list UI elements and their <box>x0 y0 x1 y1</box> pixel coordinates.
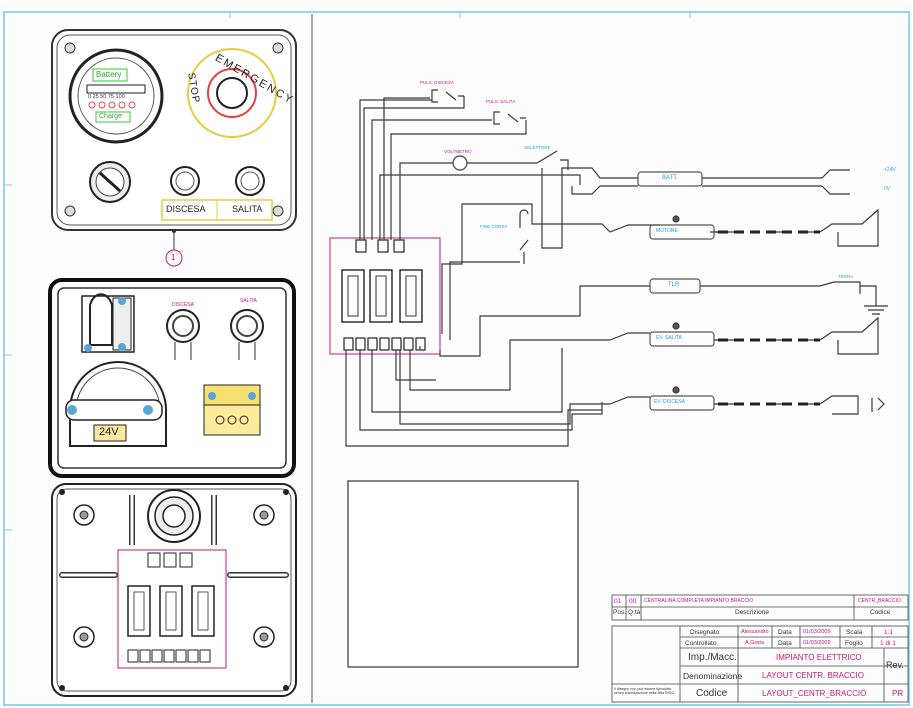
batt-label: BATT. <box>662 175 678 181</box>
ev-salita-label: EV. SALITA <box>656 335 682 341</box>
battery-label: Battery <box>96 70 122 79</box>
discesa-label: DISCESA <box>166 204 206 214</box>
rev-code: CENTR_BRACCIO <box>858 598 901 604</box>
plus24-label: +24V <box>884 167 896 173</box>
data-label-2: Data <box>778 640 792 647</box>
ev-discesa-label: EV. DISCESA <box>654 399 685 405</box>
front-control-panel <box>51 29 297 267</box>
imp-label: Imp./Macc. <box>688 652 737 663</box>
puls-discesa-label: PULS. DISCESA <box>420 80 455 85</box>
header-code: Codice <box>870 609 891 616</box>
dashed-cable-segments <box>718 230 820 406</box>
rev-label: Rev. <box>886 660 904 670</box>
discesa-button <box>170 166 200 196</box>
screw-icon <box>64 42 76 54</box>
data-label-1: Data <box>778 629 792 636</box>
sheet-border <box>3 11 910 706</box>
header-qty: Q.tà <box>628 609 641 616</box>
rev-desc: CENTRALINA COMPLETA IMPIANTO BRACCIO <box>644 598 754 604</box>
zero-v-label: 0V <box>884 186 891 192</box>
wiring-schematic <box>329 89 888 447</box>
interior-discesa-label: DISCESA <box>172 302 194 308</box>
voltage-label: 24V <box>99 426 119 438</box>
rev-qty: 00 <box>629 598 637 605</box>
battery-scale: 0 25 50 75 100 <box>88 94 125 100</box>
controllato-label: Controllato <box>685 640 717 647</box>
interior-panel <box>48 278 296 478</box>
screw-icon <box>64 205 76 217</box>
blank-frame <box>347 480 579 668</box>
relay-board <box>329 237 441 355</box>
header-pos: Pos. <box>613 609 627 616</box>
codice-value: LAYOUT_CENTR_BRACCIO <box>762 689 867 698</box>
salita-label: SALITA <box>232 204 263 214</box>
scala-label: Scala <box>846 629 863 636</box>
salita-button <box>235 166 265 196</box>
codice-label: Codice <box>696 688 728 699</box>
selettore-label: SELETTORE <box>524 145 551 150</box>
back-plate <box>51 483 297 697</box>
terra-label: TERRA <box>838 274 854 279</box>
foglio-value: 1 di 1 <box>880 640 896 647</box>
reproduction-note: Il disegno non può essere riprodotto sen… <box>614 687 676 696</box>
border-ticks <box>4 12 691 531</box>
motore-label: MOTORE <box>656 228 678 234</box>
callout-number: 1 <box>171 253 176 262</box>
screw-icon <box>272 205 284 217</box>
scala-value: 1:1 <box>884 629 894 636</box>
controllato-value: A.Grata <box>745 640 764 646</box>
rev-value: PR <box>892 689 904 698</box>
screw-icon <box>272 42 284 54</box>
interior-salita-label: SALITA <box>240 298 257 304</box>
callout-marker <box>165 249 183 267</box>
foglio-label: Foglio <box>845 640 863 647</box>
disegnato-value: Alessandro <box>741 629 769 635</box>
tlr-label: TLR <box>668 282 680 288</box>
data-value-2: 01/03/2009 <box>803 640 831 646</box>
voltmetro-label: VOLTMETRO <box>444 149 472 154</box>
rev-pos: 01 <box>614 598 622 605</box>
disegnato-label: Disegnato <box>690 629 720 636</box>
denominazione-label: Denominazione <box>683 671 743 681</box>
battery-leds <box>88 101 136 109</box>
fine-corsa-label: FINE CORSA <box>480 224 508 229</box>
header-desc: Descrizione <box>735 609 769 616</box>
imp-value: IMPIANTO ELETTRICO <box>776 653 862 662</box>
title-block <box>611 594 909 703</box>
charge-label: Charge <box>99 113 122 120</box>
puls-salita-label: PULS. SALITA <box>486 99 516 104</box>
denominazione-value: LAYOUT CENTR. BRACCIO <box>762 671 864 680</box>
data-value-1: 01/03/2009 <box>803 629 831 635</box>
